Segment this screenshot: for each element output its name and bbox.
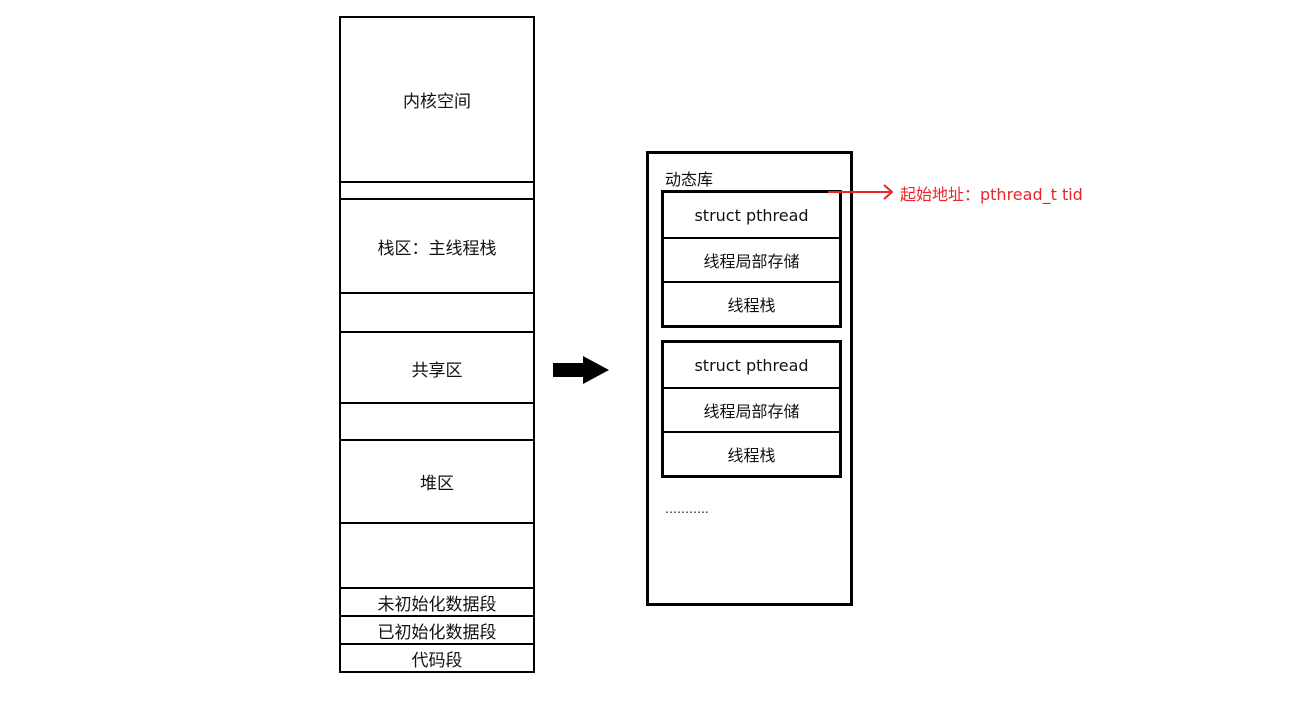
segment-text: 代码段 [339, 643, 535, 673]
segment-gap [339, 402, 535, 441]
segment-label: 堆区 [420, 474, 454, 494]
thread-local-storage-cell: 线程局部存储 [664, 387, 839, 431]
segment-label: 代码段 [411, 650, 463, 671]
thread-stack-cell: 线程栈 [664, 431, 839, 475]
red-arrow-icon [828, 184, 894, 200]
struct-pthread-cell: struct pthread [694, 205, 809, 225]
dynamic-library-box: 动态库 struct pthread 线程局部存储 线程栈 struct pth… [646, 151, 853, 606]
segment-heap: 堆区 [339, 439, 535, 524]
segment-kernel-space: 内核空间 [339, 16, 535, 183]
struct-pthread-cell: struct pthread [694, 355, 809, 375]
thread-local-storage-cell: 线程局部存储 [664, 237, 839, 281]
segment-label: 已初始化数据段 [377, 622, 497, 643]
segment-data: 已初始化数据段 [339, 615, 535, 645]
ellipsis: ……….. [665, 502, 709, 516]
segment-bss: 未初始化数据段 [339, 587, 535, 617]
segment-label: 栈区：主线程栈 [377, 238, 497, 259]
process-address-space: 内核空间 栈区：主线程栈 共享区 堆区 未初始化数据段 已初始化数据段 代码段 [339, 16, 535, 675]
thread-stack-cell: 线程栈 [664, 281, 839, 325]
segment-label: 共享区 [411, 360, 463, 381]
segment-label: 未初始化数据段 [377, 594, 497, 615]
dynamic-library-title: 动态库 [665, 170, 714, 189]
segment-gap [339, 522, 535, 589]
segment-label: 内核空间 [403, 92, 471, 112]
start-address-annotation: 起始地址：pthread_t tid [900, 185, 1083, 204]
thread-block: struct pthread 线程局部存储 线程栈 [661, 190, 842, 328]
thread-block: struct pthread 线程局部存储 线程栈 [661, 340, 842, 478]
segment-gap [339, 292, 535, 333]
segment-stack: 栈区：主线程栈 [339, 198, 535, 294]
segment-shared: 共享区 [339, 331, 535, 405]
right-arrow-icon [553, 356, 609, 384]
